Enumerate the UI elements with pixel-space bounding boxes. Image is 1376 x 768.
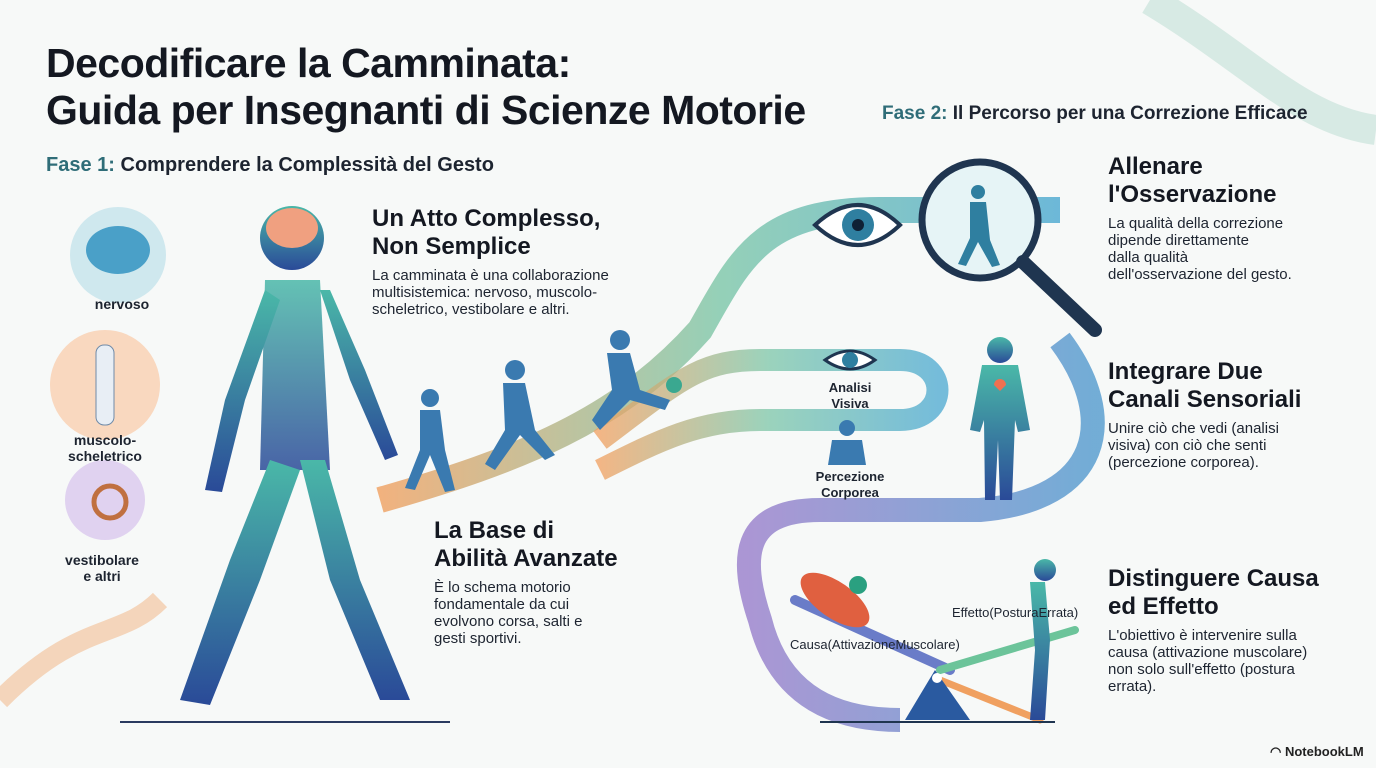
standing-body-figure (970, 337, 1030, 500)
system-label-musculoskeletal: muscolo-scheletrico (45, 432, 165, 464)
body-line: dalla qualità (1108, 249, 1189, 266)
body-line: Unire ciò che vedi (analisi (1108, 420, 1279, 437)
phase-1-heading: Fase 1: Comprendere la Complessità del G… (46, 154, 494, 177)
label-line: Muscolare) (895, 637, 960, 652)
label-line: scheletrico (68, 448, 142, 464)
label-line: muscolo- (73, 432, 137, 448)
body-line: La qualità della correzione (1108, 215, 1284, 232)
body-line: scheletrico, vestibolare e altri. (372, 301, 570, 318)
title-line: Distinguere Causa (1108, 565, 1319, 592)
label-line: Effetto (952, 605, 990, 620)
notebooklm-logo-icon: ◠ (1270, 744, 1285, 759)
runner-figures (405, 330, 682, 492)
body-line: multisistemica: nervoso, muscolo- (372, 284, 598, 301)
title-line: Abilità Avanzate (434, 545, 618, 572)
title-line: La Base di (434, 517, 555, 544)
title-line-2: Guida per Insegnanti di Scienze Motorie (46, 87, 806, 133)
eye-icon (812, 203, 903, 247)
label-line: Analisi (828, 380, 872, 395)
title-line: ed Effetto (1108, 593, 1219, 620)
label-cause: Causa(AttivazioneMuscolare) (790, 637, 960, 652)
phase-label: Fase 1: (46, 154, 115, 176)
body-line: gesti sportivi. (434, 630, 522, 647)
label-line: nervoso (94, 296, 150, 312)
inner-ear-icon (65, 460, 145, 540)
body-line: errata). (1108, 678, 1157, 695)
body-line: La camminata è una collaborazione (372, 267, 609, 284)
title-line: Allenare (1108, 153, 1203, 180)
body-line: evolvono corsa, salti e (434, 613, 583, 630)
body-line: (percezione corporea). (1108, 454, 1259, 471)
brand-text: NotebookLM (1284, 744, 1364, 759)
title-line: Integrare Due (1108, 358, 1263, 385)
body-line: fondamentale da cui (434, 596, 570, 613)
body-line: dell'osservazione del gesto. (1108, 266, 1292, 283)
phase-text: Comprendere la Complessità del Gesto (120, 154, 494, 176)
body-line: visiva) con ciò che senti (1108, 437, 1267, 454)
label-line: Causa (790, 637, 828, 652)
label-line: (Postura (989, 605, 1039, 620)
label-line: Visiva (831, 396, 869, 411)
label-line: (Attivazione (827, 637, 896, 652)
magnifier-icon (918, 158, 1102, 337)
page-title: Decodificare la Camminata:Guida per Inse… (46, 40, 806, 134)
phase-2-heading: Fase 2: Il Percorso per una Correzione E… (882, 103, 1308, 125)
label-line: vestibolare (65, 552, 139, 568)
label-line: Percezione (815, 469, 885, 484)
cause-effect-seesaw (790, 559, 1079, 724)
body-line: non solo sull'effetto (postura (1108, 661, 1295, 678)
label-line: Corporea (821, 485, 879, 500)
title-line: Non Semplice (372, 233, 531, 260)
title-line: l'Osservazione (1108, 181, 1277, 208)
section-complex-act: Un Atto Complesso,Non Semplice La cammin… (372, 205, 609, 318)
phase-text: Il Percorso per una Correzione Efficace (952, 103, 1308, 124)
title-line-1: Decodificare la Camminata: (46, 40, 571, 86)
phase-label: Fase 2: (882, 103, 948, 124)
label-line: Errata) (1038, 605, 1079, 620)
body-line: È lo schema motorio (434, 579, 571, 596)
section-title: Un Atto Complesso,Non Semplice (372, 205, 609, 261)
body-line: dipende direttamente (1108, 232, 1249, 249)
body-line: L'obiettivo è intervenire sulla (1108, 627, 1297, 644)
body-perception-icon (828, 420, 866, 465)
small-eye-icon (822, 349, 878, 371)
body-line: causa (attivazione muscolare) (1108, 644, 1308, 661)
walking-anatomy-figure (120, 206, 450, 723)
label-line: e altri (83, 568, 121, 584)
label-effect: Effetto(PosturaErrata) (952, 605, 1078, 620)
notebooklm-brand: ◠ NotebookLM (1270, 744, 1364, 760)
system-label-nervous: nervoso (62, 296, 182, 312)
title-line: Un Atto Complesso, (372, 205, 601, 232)
title-line: Canali Sensoriali (1108, 386, 1302, 413)
